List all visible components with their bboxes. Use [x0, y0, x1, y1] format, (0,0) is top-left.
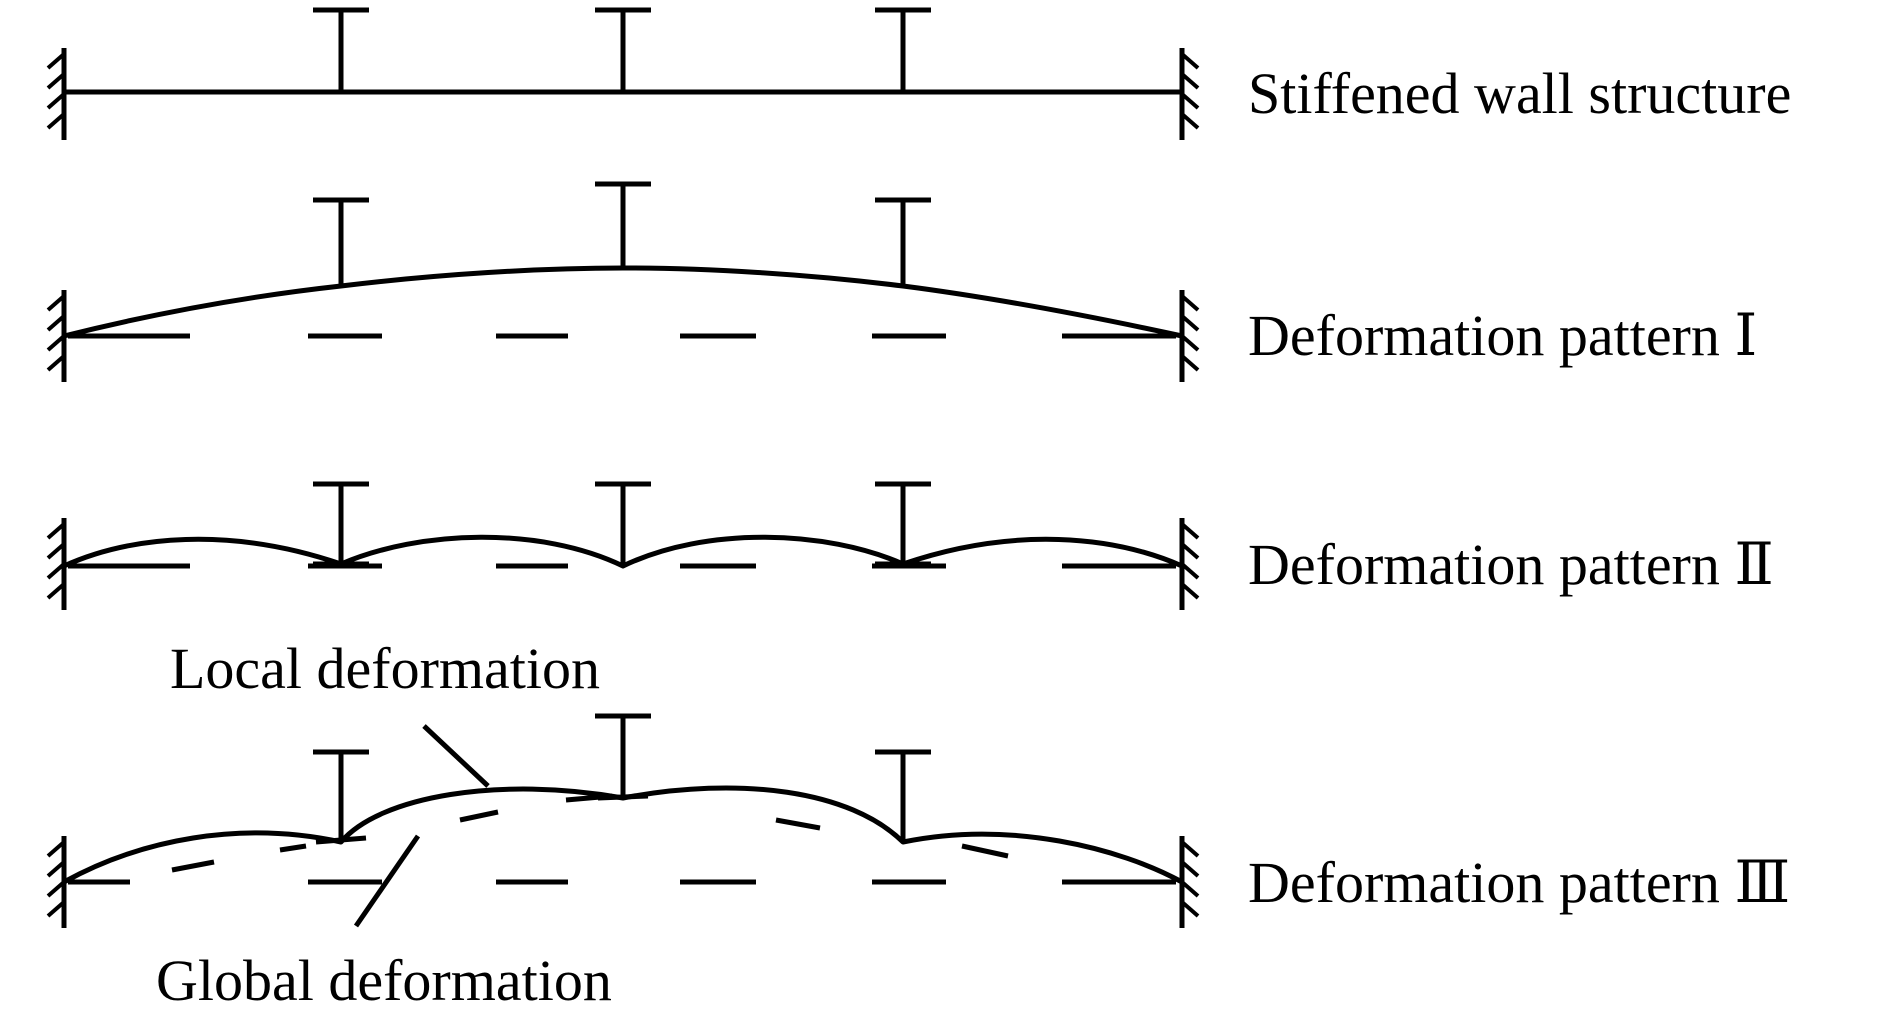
row-deformation-pattern-1: Deformation pattern Ⅰ: [46, 181, 1757, 382]
local-deformation-leader: [422, 724, 490, 788]
label-global-deformation: Global deformation: [156, 948, 612, 1012]
right-fixed-support: [1179, 290, 1200, 382]
stiffener: [595, 713, 651, 801]
row-stiffened-wall: Stiffened wall structure: [46, 7, 1791, 140]
stiffener: [313, 481, 369, 567]
deformed-plate: [62, 785, 1184, 885]
stiffener: [875, 7, 931, 92]
left-fixed-support: [46, 290, 67, 382]
stiffener: [313, 749, 369, 845]
label-deformation-pattern-1: Deformation pattern Ⅰ: [1248, 303, 1757, 368]
stiffener: [875, 481, 931, 567]
row-deformation-pattern-3: Deformation pattern Ⅲ: [46, 713, 1790, 928]
left-fixed-support: [46, 48, 67, 140]
label-deformation-pattern-2: Deformation pattern Ⅱ: [1248, 532, 1774, 597]
left-fixed-support: [46, 836, 67, 928]
label-stiffened-wall: Stiffened wall structure: [1248, 61, 1791, 126]
label-deformation-pattern-3: Deformation pattern Ⅲ: [1248, 850, 1790, 915]
right-fixed-support: [1179, 48, 1200, 140]
stiffener: [875, 197, 931, 286]
right-fixed-support: [1179, 836, 1200, 928]
left-fixed-support: [46, 518, 67, 610]
stiffener: [875, 749, 931, 842]
row-deformation-pattern-2: Deformation pattern Ⅱ: [46, 481, 1774, 610]
stiffener: [313, 197, 369, 286]
stiffener: [313, 7, 369, 92]
right-fixed-support: [1179, 518, 1200, 610]
label-local-deformation: Local deformation: [170, 636, 600, 701]
stiffener: [595, 181, 651, 268]
stiffener: [595, 481, 651, 566]
global-deformation-leader: [353, 834, 421, 928]
stiffener: [595, 7, 651, 92]
deformed-plate: [63, 265, 1183, 339]
